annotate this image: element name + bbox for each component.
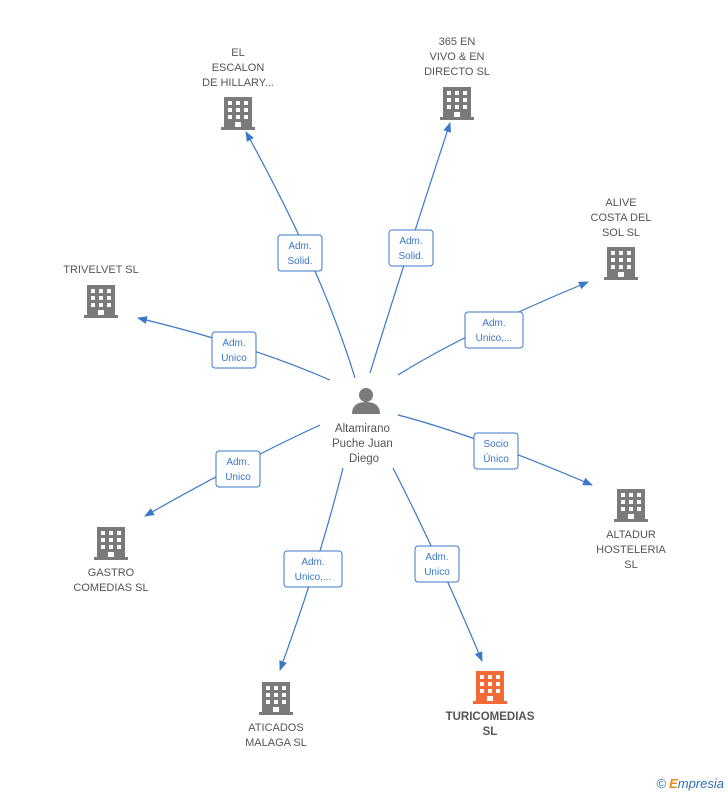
company-label: 365 EN VIVO & EN DIRECTO SL	[424, 36, 490, 78]
company-node-escalon[interactable]: EL ESCALON DE HILLARY...	[202, 47, 274, 130]
edge-label-line: Único	[483, 452, 509, 465]
nodes-layer: EL ESCALON DE HILLARY... 365 EN VIVO & EN DIR…	[63, 36, 666, 749]
building-icon	[259, 682, 293, 715]
edge-label-text: Adm. Unico,...	[295, 557, 332, 583]
footer-brand[interactable]: ©Empresia	[656, 776, 724, 791]
company-label-line: DIRECTO SL	[424, 66, 490, 78]
edge-label-box	[388, 229, 434, 267]
center-label-line: Altamirano	[335, 423, 390, 435]
company-label-line: 365 EN	[439, 36, 476, 48]
company-node-gastro[interactable]: GASTRO COMEDIAS SL	[73, 527, 149, 594]
company-label-line: SL	[483, 726, 498, 738]
building-icon	[473, 671, 507, 704]
company-label-line: EL	[231, 47, 244, 59]
company-label-line: VIVO & EN	[429, 51, 484, 63]
company-label-line: SL	[624, 559, 637, 571]
company-label-line: GASTRO	[88, 567, 135, 579]
company-node-alive[interactable]: ALIVE COSTA DEL SOL SL	[591, 197, 652, 280]
edge-label-text: Adm. Unico	[225, 457, 251, 483]
company-label-line: COSTA DEL	[591, 212, 652, 224]
edge-label-text: Adm. Unico	[424, 552, 450, 578]
center-person-label: Altamirano Puche Juan Diego	[332, 423, 396, 465]
building-icon	[84, 285, 118, 318]
building-icon	[440, 87, 474, 120]
copyright-icon: ©	[656, 776, 667, 791]
edge-label-line: Unico,...	[295, 572, 332, 583]
company-label-line: MALAGA SL	[245, 737, 307, 749]
company-label-line: TRIVELVET SL	[63, 264, 138, 276]
edge-label-line: Adm.	[288, 241, 311, 252]
edge-label-line: Adm.	[482, 318, 505, 329]
edge-label-box	[414, 545, 460, 583]
building-icon	[614, 489, 648, 522]
company-label: EL ESCALON DE HILLARY...	[202, 47, 274, 89]
edge-label-gastro[interactable]: Adm. Unico	[215, 450, 261, 488]
edge-label-box	[464, 311, 524, 349]
building-icon	[604, 247, 638, 280]
edge-label-line: Unico,...	[476, 333, 513, 344]
edge-label-text: Adm. Solid.	[398, 236, 423, 262]
company-label-line: SOL SL	[602, 227, 640, 239]
edge-label-box	[283, 550, 343, 588]
edge-label-aticados[interactable]: Adm. Unico,...	[283, 550, 343, 588]
company-label-line: HOSTELERIA	[596, 544, 666, 556]
edge-label-turicomedias[interactable]: Adm. Unico	[414, 545, 460, 583]
person-icon	[352, 388, 380, 414]
edge-label-line: Unico	[221, 353, 247, 364]
edge-label-line: Solid.	[287, 256, 312, 267]
company-label: ALTADUR HOSTELERIA SL	[596, 529, 666, 571]
company-label-line: TURICOMEDIAS	[446, 711, 535, 723]
edge-label-line: Unico	[424, 567, 450, 578]
company-node-turicomedias[interactable]: TURICOMEDIAS SL	[446, 671, 535, 738]
company-label: TURICOMEDIAS SL	[446, 711, 535, 738]
edge-label-text: Adm. Solid.	[287, 241, 312, 267]
edge-label-line: Adm.	[222, 338, 245, 349]
company-label: GASTRO COMEDIAS SL	[73, 567, 148, 594]
company-node-aticados[interactable]: ATICADOS MALAGA SL	[245, 682, 307, 749]
company-label: TRIVELVET SL	[63, 264, 138, 276]
company-label-line: COMEDIAS SL	[73, 582, 148, 594]
edge-label-box	[211, 331, 257, 369]
edge-label-line: Socio	[483, 439, 508, 450]
company-node-365[interactable]: 365 EN VIVO & EN DIRECTO SL	[424, 36, 490, 120]
edge-label-alive[interactable]: Adm. Unico,...	[464, 311, 524, 349]
edge-label-line: Adm.	[399, 236, 422, 247]
brand-logo-initial: E	[669, 776, 678, 791]
edge-label-line: Adm.	[425, 552, 448, 563]
company-node-altadur[interactable]: ALTADUR HOSTELERIA SL	[596, 489, 667, 571]
company-label-line: ALTADUR	[606, 529, 656, 541]
building-icon	[94, 527, 128, 560]
edge-label-box	[277, 234, 323, 272]
edge-label-text: Adm. Unico	[221, 338, 247, 364]
edge-label-365[interactable]: Adm. Solid.	[388, 229, 434, 267]
company-label-line: ALIVE	[605, 197, 636, 209]
edge-label-line: Unico	[225, 472, 251, 483]
company-label: ALIVE COSTA DEL SOL SL	[591, 197, 652, 239]
company-label: ATICADOS MALAGA SL	[245, 722, 307, 749]
edge-label-box	[215, 450, 261, 488]
edge-label-box	[473, 432, 519, 470]
edge-label-trivelvet[interactable]: Adm. Unico	[211, 331, 257, 369]
edge-labels-layer: Adm. Solid. Adm. Solid. Adm. Unico,... Adm. Uni…	[211, 229, 524, 588]
edge-label-line: Adm.	[301, 557, 324, 568]
edge-label-line: Solid.	[398, 251, 423, 262]
building-icon	[221, 97, 255, 130]
edge-label-text: Adm. Unico,...	[476, 318, 513, 344]
brand-logo-text: mpresia	[677, 776, 724, 791]
company-node-trivelvet[interactable]: TRIVELVET SL	[63, 264, 139, 318]
company-label-line: DE HILLARY...	[202, 77, 274, 89]
company-label-line: ATICADOS	[248, 722, 303, 734]
center-label-line: Puche Juan	[332, 438, 393, 450]
company-label-line: ESCALON	[212, 62, 265, 74]
edge-label-escalon[interactable]: Adm. Solid.	[277, 234, 323, 272]
edge-label-line: Adm.	[226, 457, 249, 468]
center-label-line: Diego	[349, 453, 379, 465]
center-person-node[interactable]: Altamirano Puche Juan Diego	[332, 388, 396, 465]
